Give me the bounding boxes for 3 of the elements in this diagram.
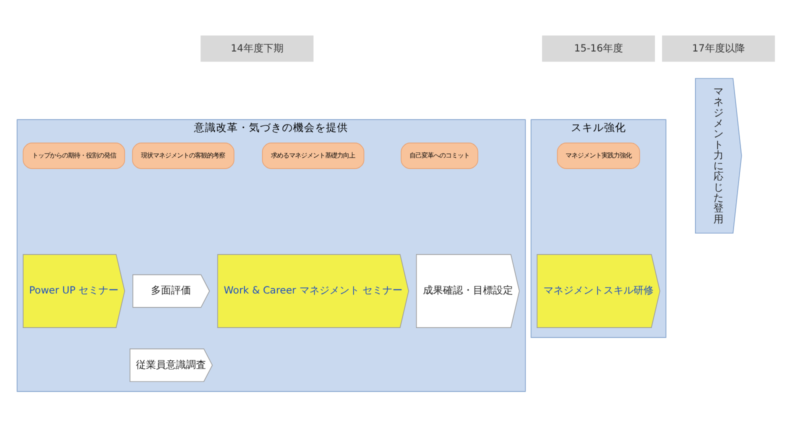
node-box: 14年度下期 <box>200 34 314 62</box>
node-box: 17年度以降 <box>662 34 775 62</box>
node-box: 15-16年度 <box>542 34 655 62</box>
